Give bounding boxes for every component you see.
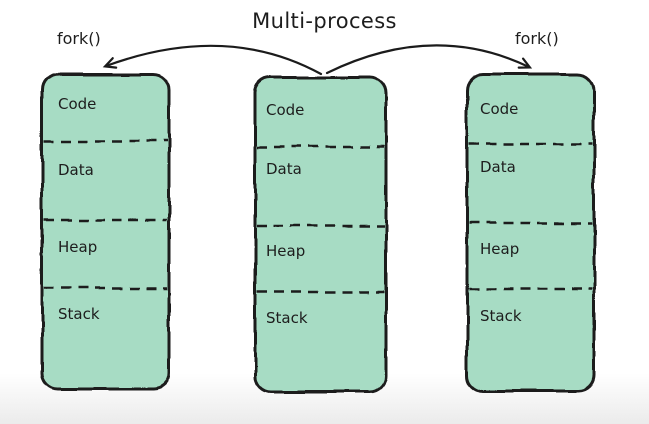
process-box-center xyxy=(253,75,388,394)
section-label-heap: Heap xyxy=(480,240,520,258)
diagram-title: Multi-process xyxy=(252,9,397,33)
fork-label-right: fork() xyxy=(515,29,559,48)
section-label-heap: Heap xyxy=(58,238,98,256)
section-label-data: Data xyxy=(480,158,516,176)
section-label-code: Code xyxy=(480,100,519,118)
section-label-stack: Stack xyxy=(266,309,308,327)
section-label-stack: Stack xyxy=(480,307,522,325)
section-label-code: Code xyxy=(58,95,97,113)
section-label-stack: Stack xyxy=(58,305,100,323)
process-box-left xyxy=(40,72,171,391)
process-box-right xyxy=(465,73,596,393)
section-label-code: Code xyxy=(266,101,305,119)
section-label-data: Data xyxy=(266,160,302,178)
fork-arrow-right xyxy=(325,44,533,75)
section-label-heap: Heap xyxy=(266,242,306,260)
fork-arrow-left xyxy=(102,44,323,76)
fork-label-left: fork() xyxy=(57,29,101,48)
section-label-data: Data xyxy=(58,161,94,179)
